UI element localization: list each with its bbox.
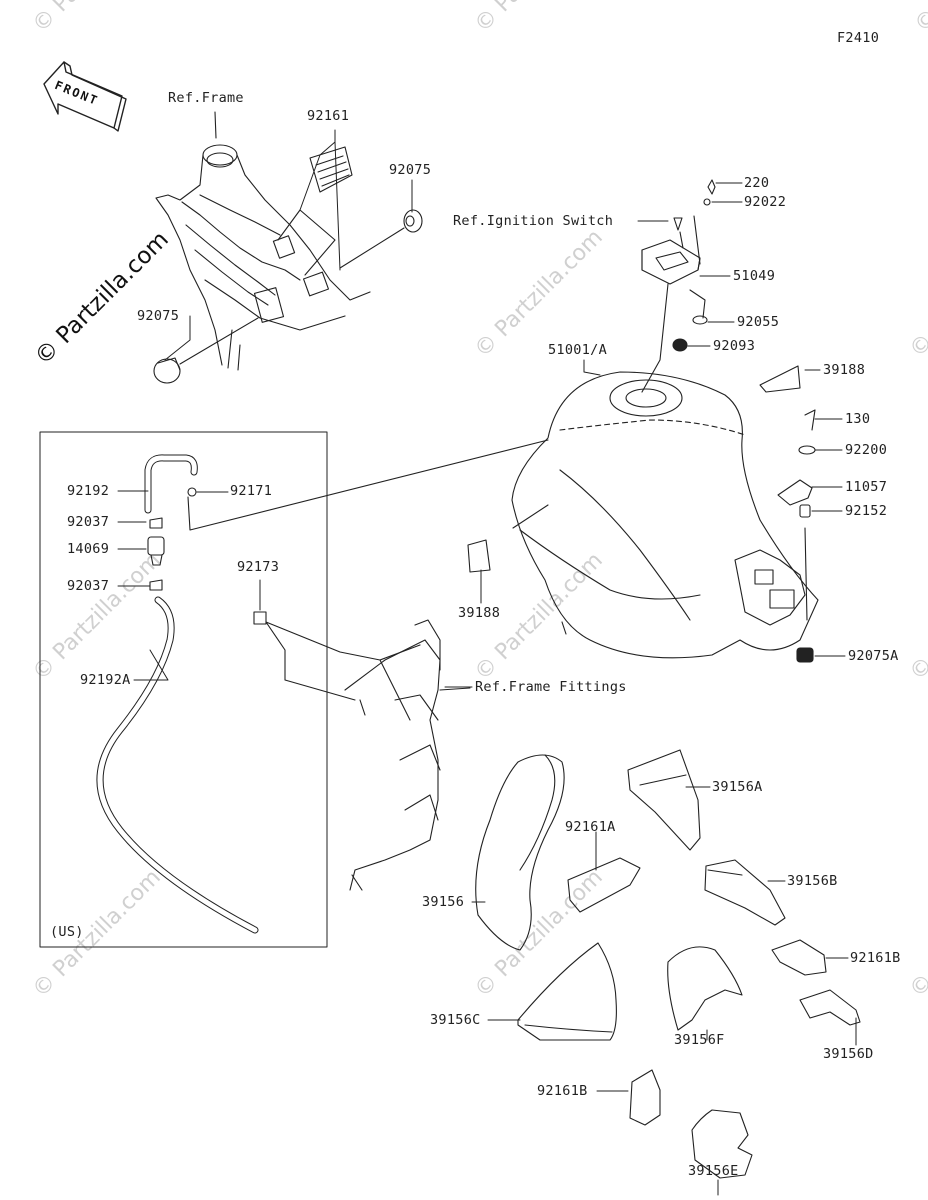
part-39156[interactable]: 39156	[422, 894, 465, 910]
part-92161b[interactable]: 92161B	[537, 1083, 588, 1099]
part-11057[interactable]: 11057	[845, 479, 888, 495]
part-92037[interactable]: 92037	[67, 578, 110, 594]
part-92161b[interactable]: 92161B	[850, 950, 901, 966]
part-92075[interactable]: 92075	[137, 308, 180, 324]
front-arrow-icon	[43, 61, 127, 132]
part-92192[interactable]: 92192	[67, 483, 110, 499]
breather-hose-drawing	[96, 439, 549, 934]
part-92161a[interactable]: 92161A	[565, 819, 616, 835]
part-39156d[interactable]: 39156D	[823, 1046, 874, 1062]
part-92200[interactable]: 92200	[845, 442, 888, 458]
part-39188[interactable]: 39188	[823, 362, 866, 378]
part-39156a[interactable]: 39156A	[712, 779, 763, 795]
part-92173[interactable]: 92173	[237, 559, 280, 575]
frame-drawing	[153, 111, 423, 384]
part-92075[interactable]: 92075	[389, 162, 432, 178]
part-92192a[interactable]: 92192A	[80, 672, 131, 688]
label-ref-ignition-switch: Ref.Ignition Switch	[453, 213, 614, 229]
part-130[interactable]: 130	[845, 411, 871, 427]
part-92152[interactable]: 92152	[845, 503, 888, 519]
part-51049[interactable]: 51049	[733, 268, 776, 284]
diagram-code: F2410	[837, 30, 880, 46]
region-note: (US)	[50, 924, 84, 940]
part-92171[interactable]: 92171	[230, 483, 273, 499]
part-51001a[interactable]: 51001/A	[548, 342, 607, 358]
part-92093[interactable]: 92093	[713, 338, 756, 354]
part-39156c[interactable]: 39156C	[430, 1012, 481, 1028]
label-ref-frame: Ref.Frame	[168, 90, 244, 106]
part-39156e[interactable]: 39156E	[688, 1163, 739, 1179]
part-39188[interactable]: 39188	[458, 605, 501, 621]
side-cushions-drawing	[475, 749, 861, 1179]
frame-fittings-drawing	[253, 611, 471, 891]
part-92055[interactable]: 92055	[737, 314, 780, 330]
part-92075a[interactable]: 92075A	[848, 648, 899, 664]
label-ref-frame-fittings: Ref.Frame Fittings	[475, 679, 627, 695]
part-14069[interactable]: 14069	[67, 541, 110, 557]
us-hose-box	[39, 431, 328, 948]
part-39156f[interactable]: 39156F	[674, 1032, 725, 1048]
part-92037[interactable]: 92037	[67, 514, 110, 530]
leader-lines	[117, 129, 857, 1196]
part-92161[interactable]: 92161	[307, 108, 350, 124]
fuel-tank-drawing	[511, 371, 819, 659]
part-39156b[interactable]: 39156B	[787, 873, 838, 889]
part-92022[interactable]: 92022	[744, 194, 787, 210]
part-220[interactable]: 220	[744, 175, 770, 191]
